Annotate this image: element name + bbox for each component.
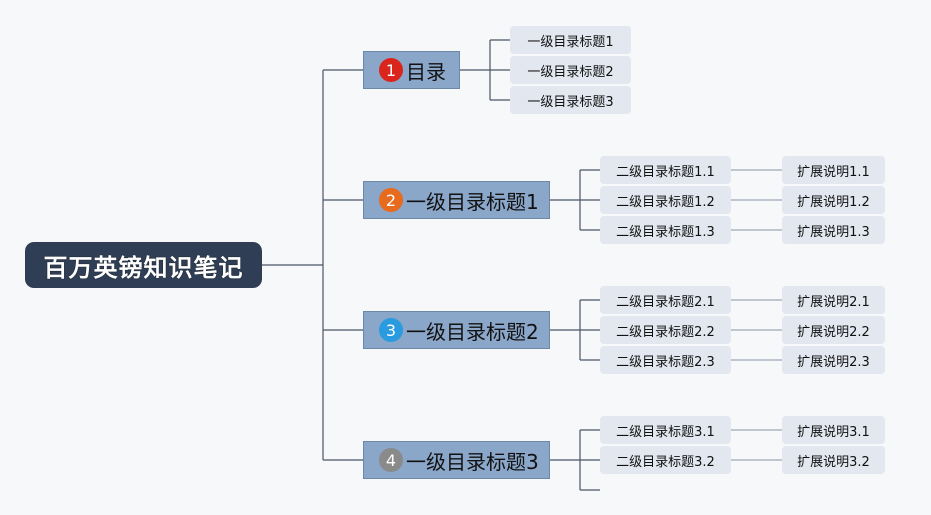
subtopic-node[interactable]: 二级目录标题2.1	[600, 286, 731, 314]
subtopic-node[interactable]: 二级目录标题3.1	[600, 416, 731, 444]
subtopic-node[interactable]: 二级目录标题3.2	[600, 446, 731, 474]
subtopic-node[interactable]: 二级目录标题2.2	[600, 316, 731, 344]
branch-topic-label: 一级目录标题1	[406, 189, 539, 214]
subtopic-node[interactable]: 二级目录标题2.3	[600, 346, 731, 374]
branch-topic-1[interactable]: 2 一级目录标题1	[363, 181, 550, 219]
root-topic[interactable]: 百万英镑知识笔记	[25, 242, 262, 288]
subtopic-node[interactable]: 二级目录标题1.1	[600, 156, 731, 184]
priority-3-icon: 3	[379, 318, 403, 342]
branch-topic-label: 一级目录标题2	[406, 319, 539, 344]
note-node[interactable]: 扩展说明2.2	[782, 316, 885, 344]
note-node[interactable]: 扩展说明1.2	[782, 186, 885, 214]
branch-topic-3[interactable]: 4 一级目录标题3	[363, 441, 550, 479]
note-node[interactable]: 扩展说明2.1	[782, 286, 885, 314]
note-node[interactable]: 扩展说明1.3	[782, 216, 885, 244]
branch-topic-label: 目录	[406, 59, 446, 84]
note-node[interactable]: 扩展说明2.3	[782, 346, 885, 374]
subtopic-node[interactable]: 二级目录标题1.3	[600, 216, 731, 244]
subtopic-node[interactable]: 一级目录标题3	[510, 86, 631, 114]
note-node[interactable]: 扩展说明1.1	[782, 156, 885, 184]
branch-topic-label: 一级目录标题3	[406, 449, 539, 474]
note-node[interactable]: 扩展说明3.2	[782, 446, 885, 474]
subtopic-node[interactable]: 二级目录标题1.2	[600, 186, 731, 214]
priority-4-icon: 4	[379, 448, 403, 472]
subtopic-node[interactable]: 一级目录标题2	[510, 56, 631, 84]
note-node[interactable]: 扩展说明3.1	[782, 416, 885, 444]
branch-topic-2[interactable]: 3 一级目录标题2	[363, 311, 550, 349]
branch-topic-toc[interactable]: 1 目录	[363, 51, 460, 89]
priority-1-icon: 1	[379, 58, 403, 82]
subtopic-node[interactable]: 一级目录标题1	[510, 26, 631, 54]
root-topic-label: 百万英镑知识笔记	[43, 253, 244, 282]
priority-2-icon: 2	[379, 188, 403, 212]
